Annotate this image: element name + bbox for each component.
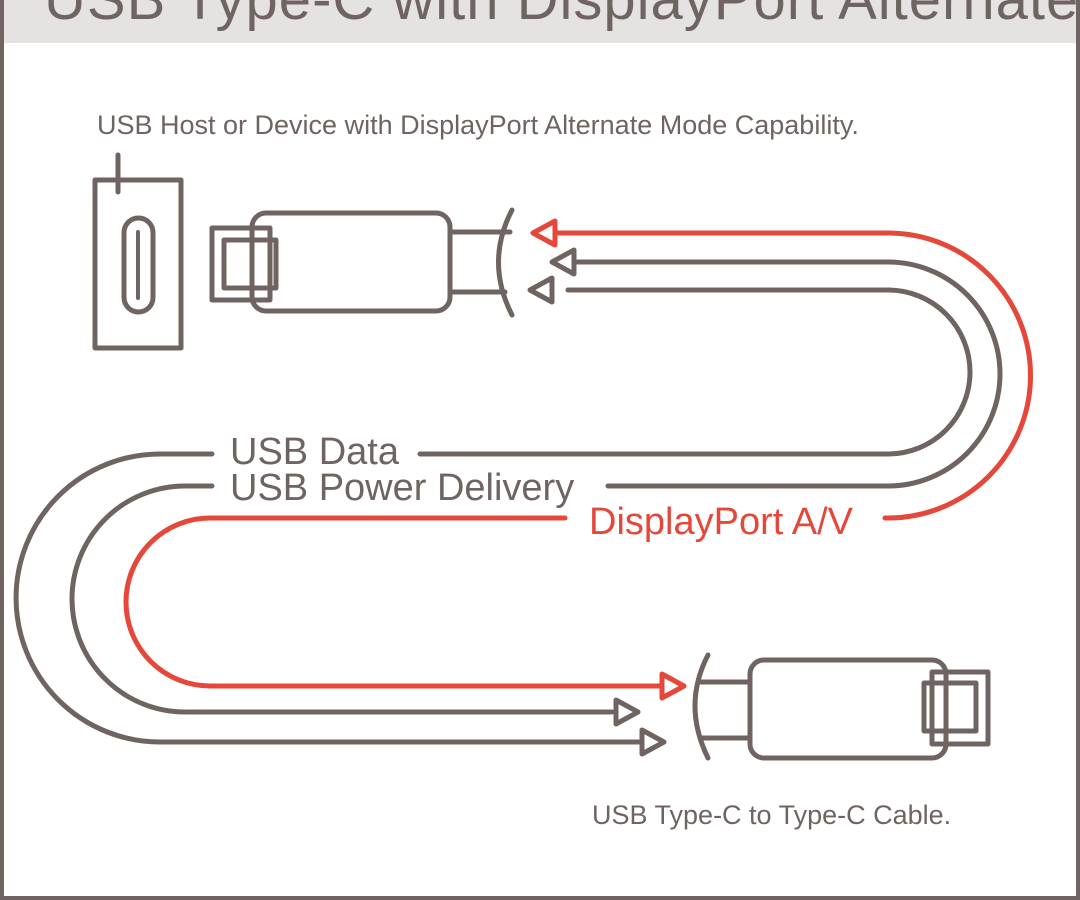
host-device-icon bbox=[92, 152, 184, 351]
usb-data-line bbox=[13, 287, 973, 745]
usb-power-label: USB Power Delivery bbox=[222, 468, 583, 508]
cable-caption: USB Type-C to Type-C Cable. bbox=[592, 800, 952, 830]
displayport-line bbox=[123, 230, 1033, 689]
usb-data-arrow-start-icon bbox=[527, 275, 555, 305]
displayport-arrow-end-icon bbox=[659, 671, 687, 701]
displayport-arrow-start-icon bbox=[530, 218, 558, 248]
displayport-label: DisplayPort A/V bbox=[581, 502, 861, 542]
page-title: USB Type-C with DisplayPort Alternate Mo… bbox=[44, 0, 1076, 33]
usb-power-arrow-start-icon bbox=[549, 247, 577, 277]
usb-data-arrow-end-icon bbox=[639, 727, 667, 757]
bottom-plug-icon bbox=[692, 652, 991, 761]
usb-power-line bbox=[69, 259, 1003, 715]
header-band: USB Type-C with DisplayPort Alternate Mo… bbox=[4, 0, 1076, 43]
usb-power-arrow-end-icon bbox=[613, 697, 641, 727]
host-caption: USB Host or Device with DisplayPort Alte… bbox=[97, 110, 859, 140]
usb-data-label: USB Data bbox=[222, 432, 407, 472]
top-plug-icon bbox=[209, 207, 515, 318]
